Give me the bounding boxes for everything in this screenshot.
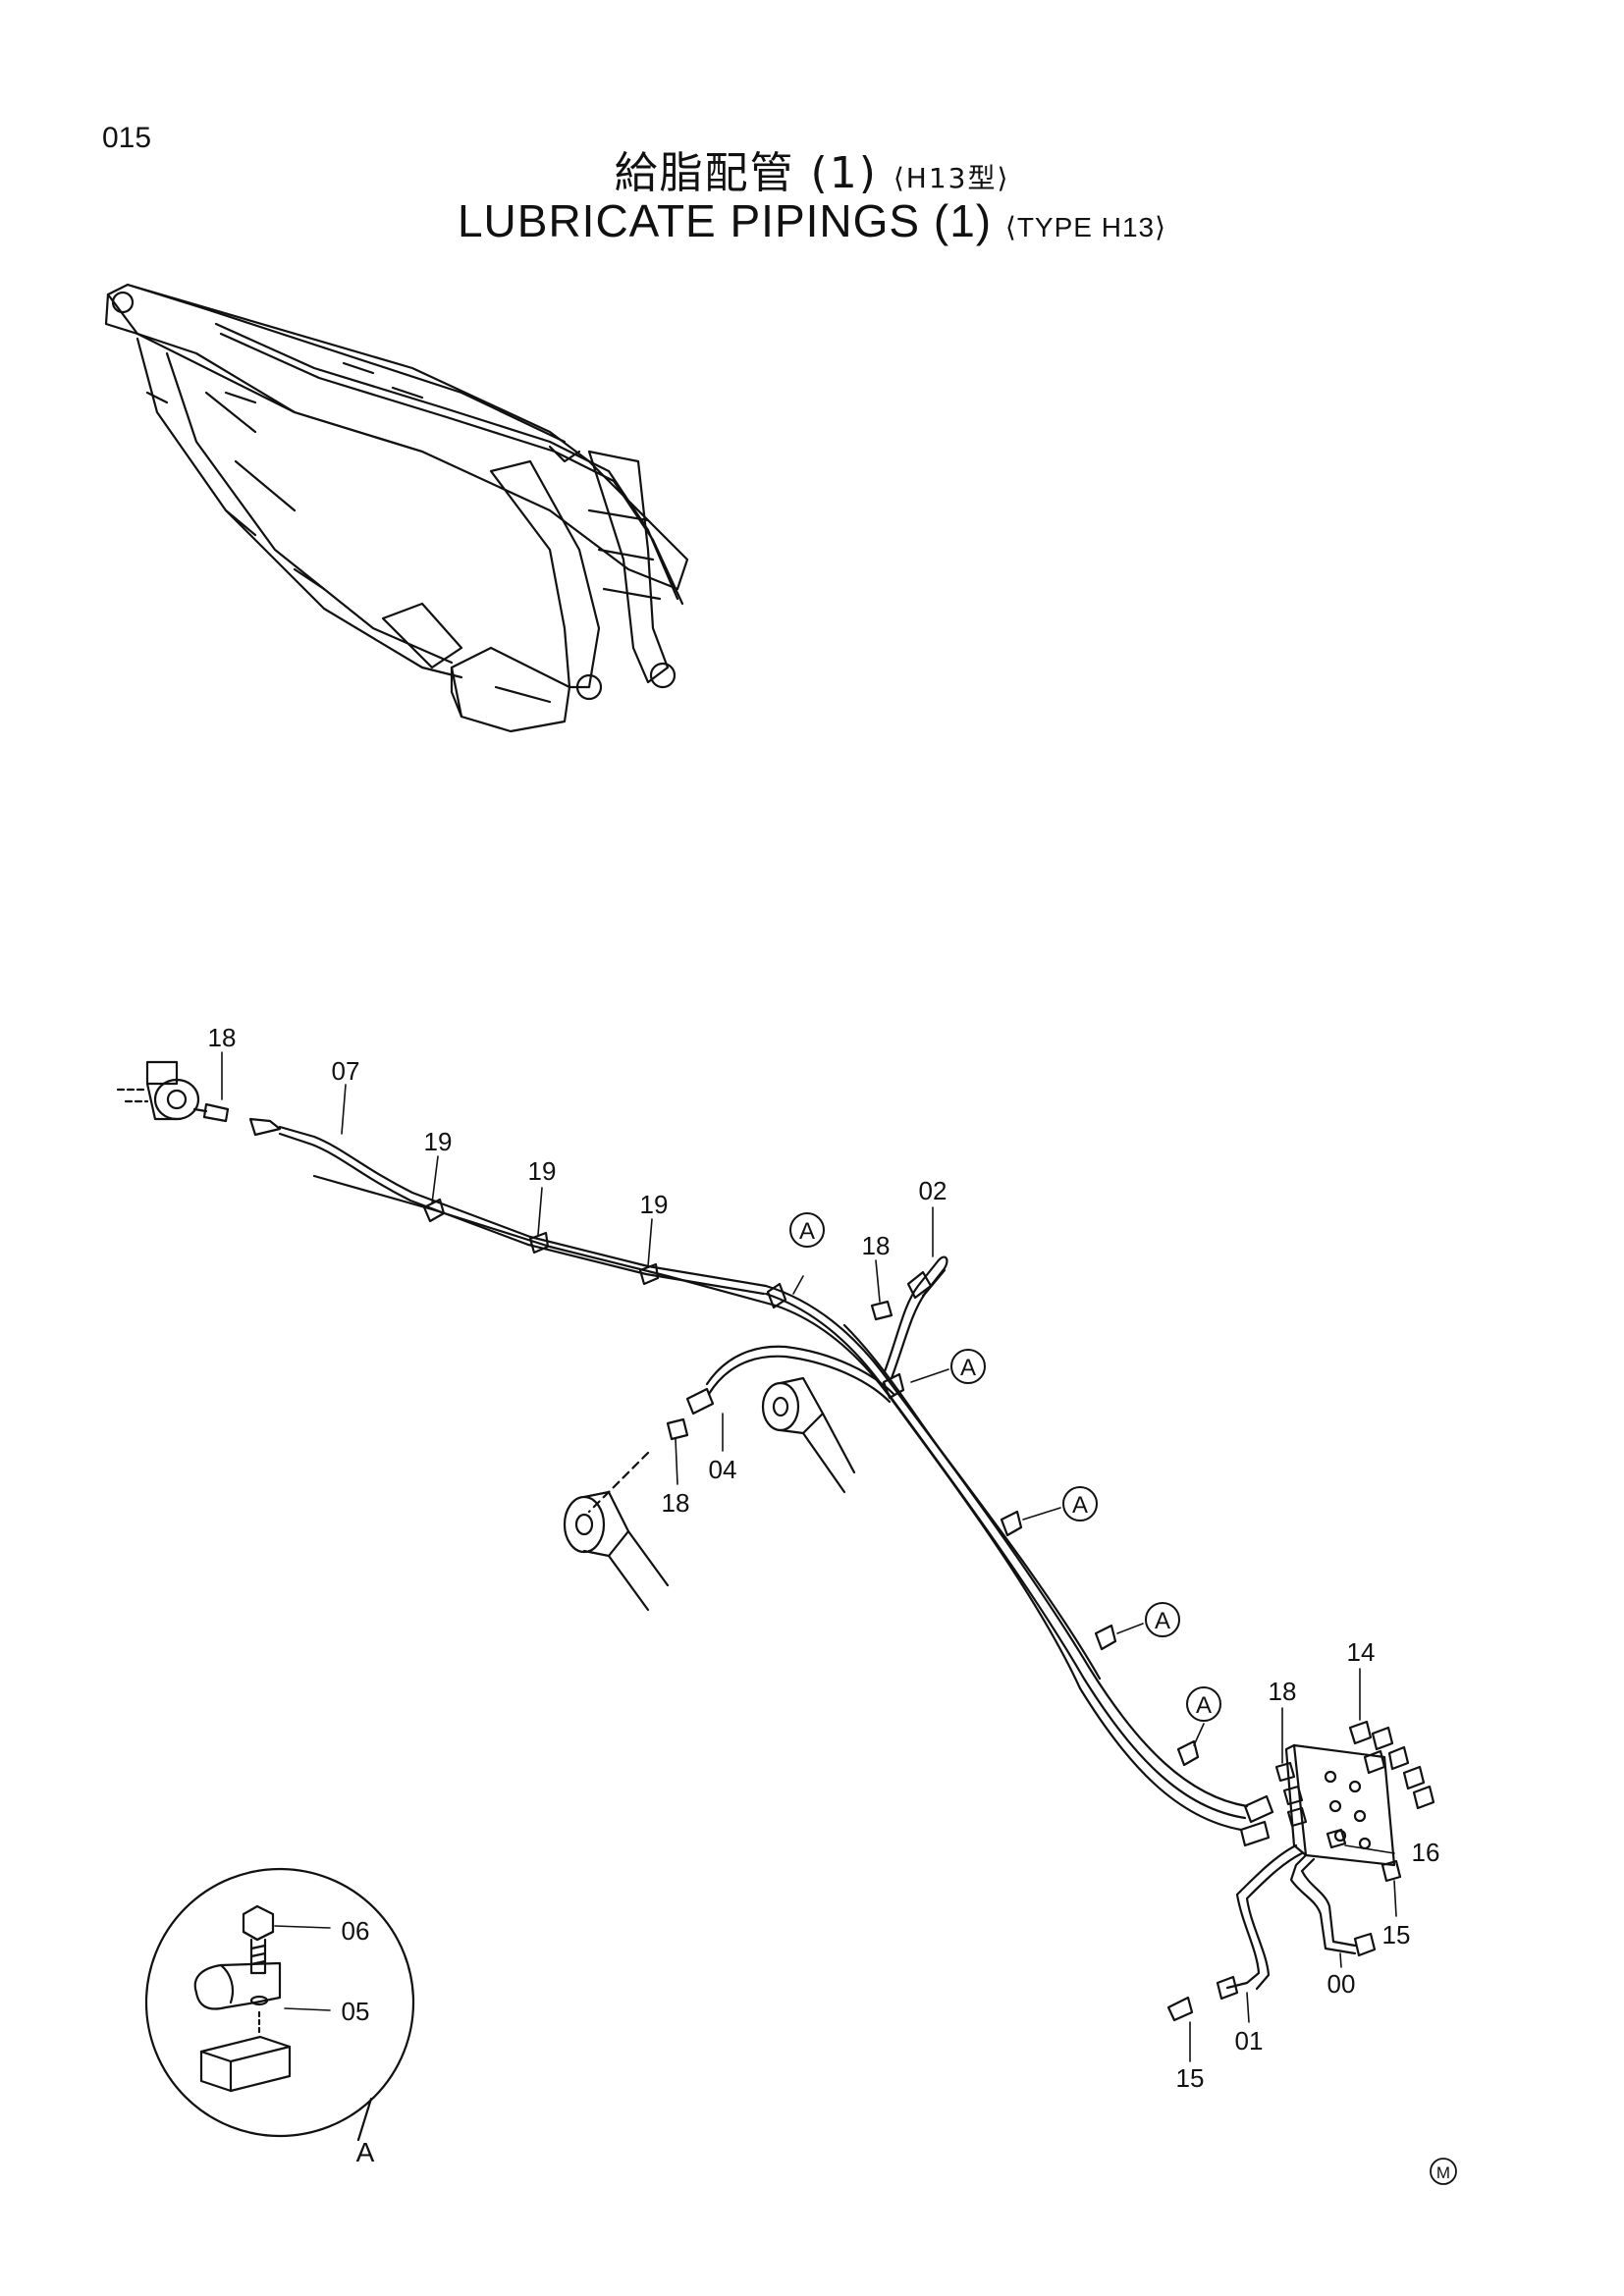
callout-00: 00 <box>1327 1969 1356 1999</box>
callout-19: 19 <box>640 1190 669 1219</box>
detail-view-a-circle <box>144 1867 415 2138</box>
callout-07: 07 <box>332 1056 360 1086</box>
callout-19: 19 <box>528 1156 557 1186</box>
maker-mark: M <box>1436 2163 1450 2182</box>
callout-15: 15 <box>1176 2063 1205 2093</box>
view-marker-a: A <box>799 1218 815 1245</box>
callout-01: 01 <box>1235 2026 1264 2056</box>
leader-lines <box>221 1051 1397 2062</box>
clip-05 <box>193 1961 282 2010</box>
view-markers <box>789 1212 1221 1722</box>
page-number: 015 <box>102 122 152 154</box>
view-marker-a: A <box>960 1355 976 1381</box>
detail-view-label: A <box>356 2137 375 2167</box>
callout-14: 14 <box>1347 1637 1376 1667</box>
maker-mark-circle <box>1430 2158 1457 2185</box>
detail-view-a <box>144 1867 415 2142</box>
title-en-suffix: ⟨TYPE H13⟩ <box>1004 212 1167 242</box>
callout-06: 06 <box>342 1916 370 1946</box>
view-marker-a: A <box>1196 1692 1212 1719</box>
title-jp-suffix: ⟨H13型⟩ <box>893 162 1010 194</box>
title-english: LUBRICATE PIPINGS (1) ⟨TYPE H13⟩ <box>0 194 1624 247</box>
boom-arm-illustration <box>104 283 689 733</box>
callout-18: 18 <box>208 1023 237 1052</box>
callout-05: 05 <box>342 1997 370 2026</box>
callout-19: 19 <box>424 1127 453 1156</box>
callout-18: 18 <box>862 1231 891 1260</box>
callout-18: 18 <box>1269 1677 1297 1706</box>
callout-18: 18 <box>662 1488 690 1518</box>
view-marker-a: A <box>1072 1492 1088 1519</box>
view-marker-a: A <box>1155 1608 1170 1634</box>
title-jp-text: 給脂配管 (1) <box>614 148 878 198</box>
title-japanese: 給脂配管 (1) ⟨H13型⟩ <box>0 137 1624 200</box>
callout-04: 04 <box>709 1455 737 1484</box>
title-en-text: LUBRICATE PIPINGS (1) <box>457 195 993 246</box>
manifold-block <box>1292 1743 1396 1867</box>
lube-piping-assembly <box>116 1060 1435 2022</box>
callout-16: 16 <box>1412 1838 1440 1867</box>
callout-15: 15 <box>1382 1920 1411 1949</box>
mounting-block <box>199 2035 292 2093</box>
callout-02: 02 <box>919 1176 947 1205</box>
